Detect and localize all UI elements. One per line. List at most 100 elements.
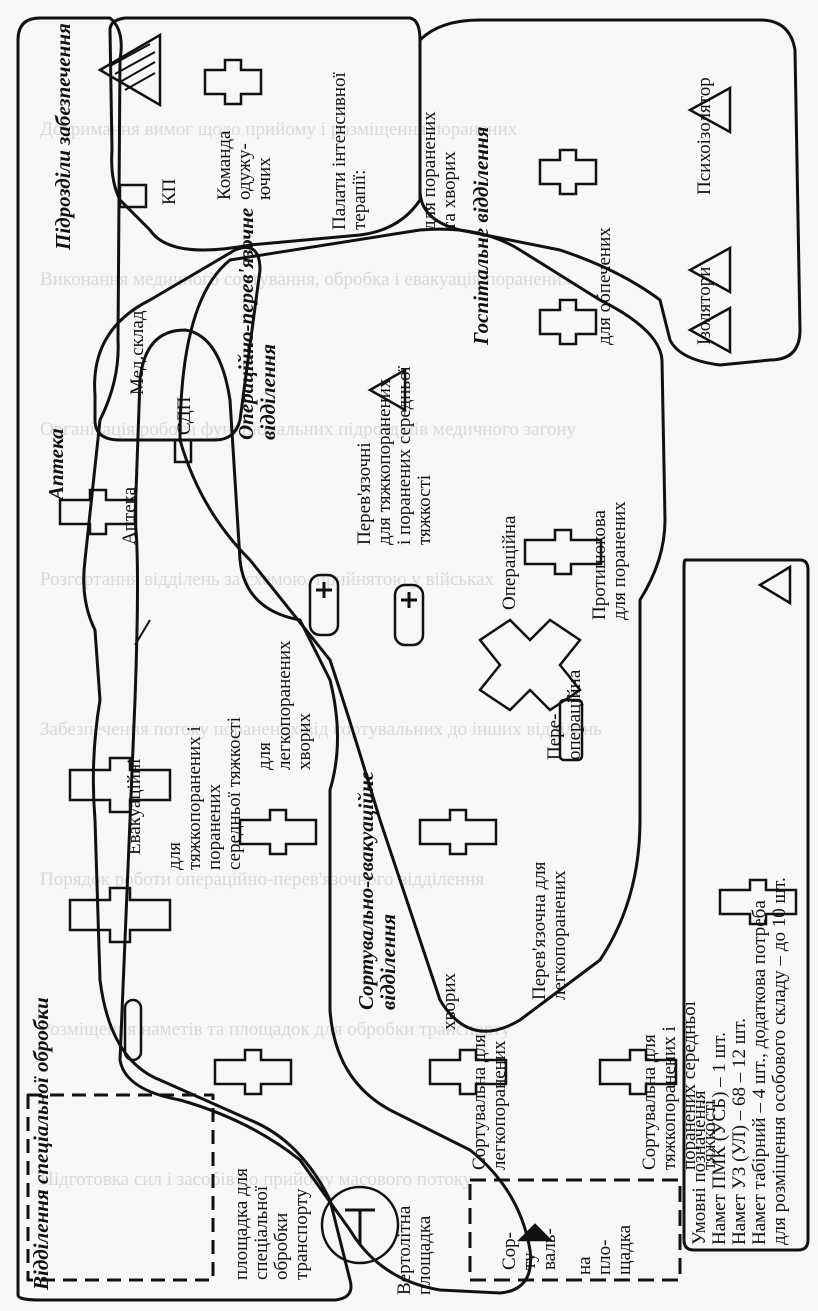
label-line: Сортувальна для <box>639 1034 660 1170</box>
kp-icon <box>118 183 148 209</box>
arrow-icon <box>516 1223 554 1242</box>
sorting-platform-line: на <box>574 1256 595 1275</box>
label-line: Палати інтенсивної <box>329 72 350 230</box>
background-text-line: Підготовка сил і засобів до прийому масо… <box>40 1169 473 1190</box>
tent-icon <box>203 58 263 106</box>
label-line: Перев'язочні <box>354 442 375 545</box>
label-line: Протишокова <box>589 510 610 620</box>
label-line: тяжкопоранених і <box>183 726 205 870</box>
background-text-line: Виконання медичного сортування, обробка … <box>40 269 572 290</box>
label-line: операційна <box>563 669 585 760</box>
label-line: для <box>164 842 185 870</box>
tent-icon <box>418 808 498 856</box>
burned-label: для обпечених <box>594 227 615 345</box>
label-line: Евакуаційні <box>124 758 145 855</box>
region-hospital <box>418 18 802 367</box>
pharmacy-label: Аптека <box>119 486 140 545</box>
plus-icon <box>316 582 417 608</box>
helipad-label-line: площадка <box>413 1215 435 1295</box>
background-text-line: Дотримання вимог щодо прийому і розміщен… <box>40 119 518 140</box>
operating-room-label: Операційна <box>499 515 520 610</box>
sorting-platform-label: Сор- ту- валь- <box>499 1228 560 1270</box>
platform-label: площадка для спеціальної обробки транспо… <box>231 1168 312 1280</box>
label-line: Пере- <box>544 713 565 760</box>
tent-icon <box>68 756 172 814</box>
section-title-special-processing: Відділення спеціальної обробки <box>29 997 53 1290</box>
sorting-platform-line: Сор- <box>499 1232 520 1270</box>
platform-label-line: транспорту <box>290 1188 312 1280</box>
label-line: для тяжкопоранених <box>373 378 395 545</box>
triangle-icon <box>687 85 732 135</box>
label-line: та хворих <box>438 151 460 230</box>
label-line: терапії: <box>348 169 370 230</box>
platform-label-line: площадка для <box>231 1168 252 1280</box>
section-title-pharmacy: Аптека <box>44 428 68 500</box>
capsule-icon <box>123 998 143 1062</box>
label-line: для <box>254 742 275 770</box>
region-operating <box>178 227 667 1033</box>
legend-item: Намет ПМК (УСБ) – 1 шт. <box>708 1032 730 1245</box>
label-line: для поранених <box>419 111 440 230</box>
sorting-platform-line: пло- <box>593 1239 615 1275</box>
tent-icon <box>598 1048 678 1096</box>
label-line: тяжкопоранених і <box>658 1026 680 1170</box>
label-line: тяжкості <box>413 474 435 545</box>
label-line: хворих <box>293 712 315 770</box>
tent-icon <box>428 1048 508 1096</box>
section-title-line: відділення <box>256 343 281 440</box>
psych-label: Психоізолятор <box>694 77 715 195</box>
tent-icon <box>538 148 598 196</box>
legend-item: Намет табірний – 4 шт., додаткова потреб… <box>748 900 770 1245</box>
helipad-icon <box>320 1185 400 1265</box>
region-sorting-evac <box>118 328 533 1295</box>
helipad-t-icon <box>345 1208 375 1244</box>
triangle-icon <box>687 305 732 355</box>
background-text-line: Забезпечення потоку поранених від сортув… <box>40 719 602 740</box>
evac-group-label: Евакуаційні <box>124 758 145 855</box>
section-title-operating: Операційно-перев'язочне відділення <box>234 208 281 440</box>
tent-icon <box>523 528 603 576</box>
label-line: ючих <box>253 157 275 200</box>
sorting-platform-label-2: на пло- щадка <box>574 1225 635 1275</box>
isolators-label: Ізолятори <box>694 266 715 345</box>
label-line: легкопоранених <box>273 640 295 770</box>
sick-label: хворих <box>439 972 460 1030</box>
light-dressing-label: Перев'язочна для легкопоранених <box>529 861 570 1000</box>
legend-item: Намет УЗ (УЛ) – 68 – 12 шт. <box>728 1018 750 1245</box>
section-title-sorting-evac: Сортувально-евакуаційне відділення <box>354 771 400 1010</box>
icu-label: Палати інтенсивної терапії: <box>329 72 370 230</box>
arrow-icon <box>134 619 151 646</box>
label-line: і поранених середньої <box>393 366 415 545</box>
command-label: Команда одужу- ючих <box>214 131 275 200</box>
section-title-line: Сортувально-евакуаційне <box>354 771 378 1010</box>
spd-label: СДП <box>174 396 195 435</box>
capsule-icon <box>558 698 584 762</box>
tent-icon <box>538 298 598 346</box>
platform-label-line: спеціальної <box>250 1185 272 1280</box>
label-line: Перев'язочна для <box>529 861 550 1000</box>
sorting-light-label: Сортувальна для легкопоранених <box>469 1034 510 1170</box>
label-line: для поранених <box>608 501 630 620</box>
tent-icon <box>213 1048 293 1096</box>
kp-label: КП <box>159 178 180 205</box>
label-line: одужу- <box>233 143 255 200</box>
region-pharmacy <box>93 246 262 442</box>
section-title-support: Підрозділи забезпечення <box>51 23 75 250</box>
background-text-line: Порядок роботи операційно-перев'язочного… <box>40 869 485 890</box>
dressing-tent-icon <box>308 573 340 637</box>
dressing-heavy-label: Перев'язочні для тяжкопоранених і поране… <box>354 366 435 545</box>
helipad-label-line: Вертолітна <box>394 1205 415 1295</box>
triangle-icon <box>687 245 732 295</box>
med-store-label: Мед.склад <box>127 310 148 396</box>
platform-label-line: обробки <box>270 1212 292 1280</box>
sorting-platform-line: валь- <box>538 1228 560 1270</box>
tent-icon <box>238 808 318 856</box>
hatch-lines <box>109 43 156 91</box>
evac-group-label-2: для тяжкопоранених і поранених середньої… <box>164 717 245 870</box>
sorting-platform-area <box>468 1178 682 1282</box>
operating-room-icon <box>478 618 582 712</box>
spd-icon <box>173 438 193 464</box>
label-line: середньої тяжкості <box>223 717 245 870</box>
